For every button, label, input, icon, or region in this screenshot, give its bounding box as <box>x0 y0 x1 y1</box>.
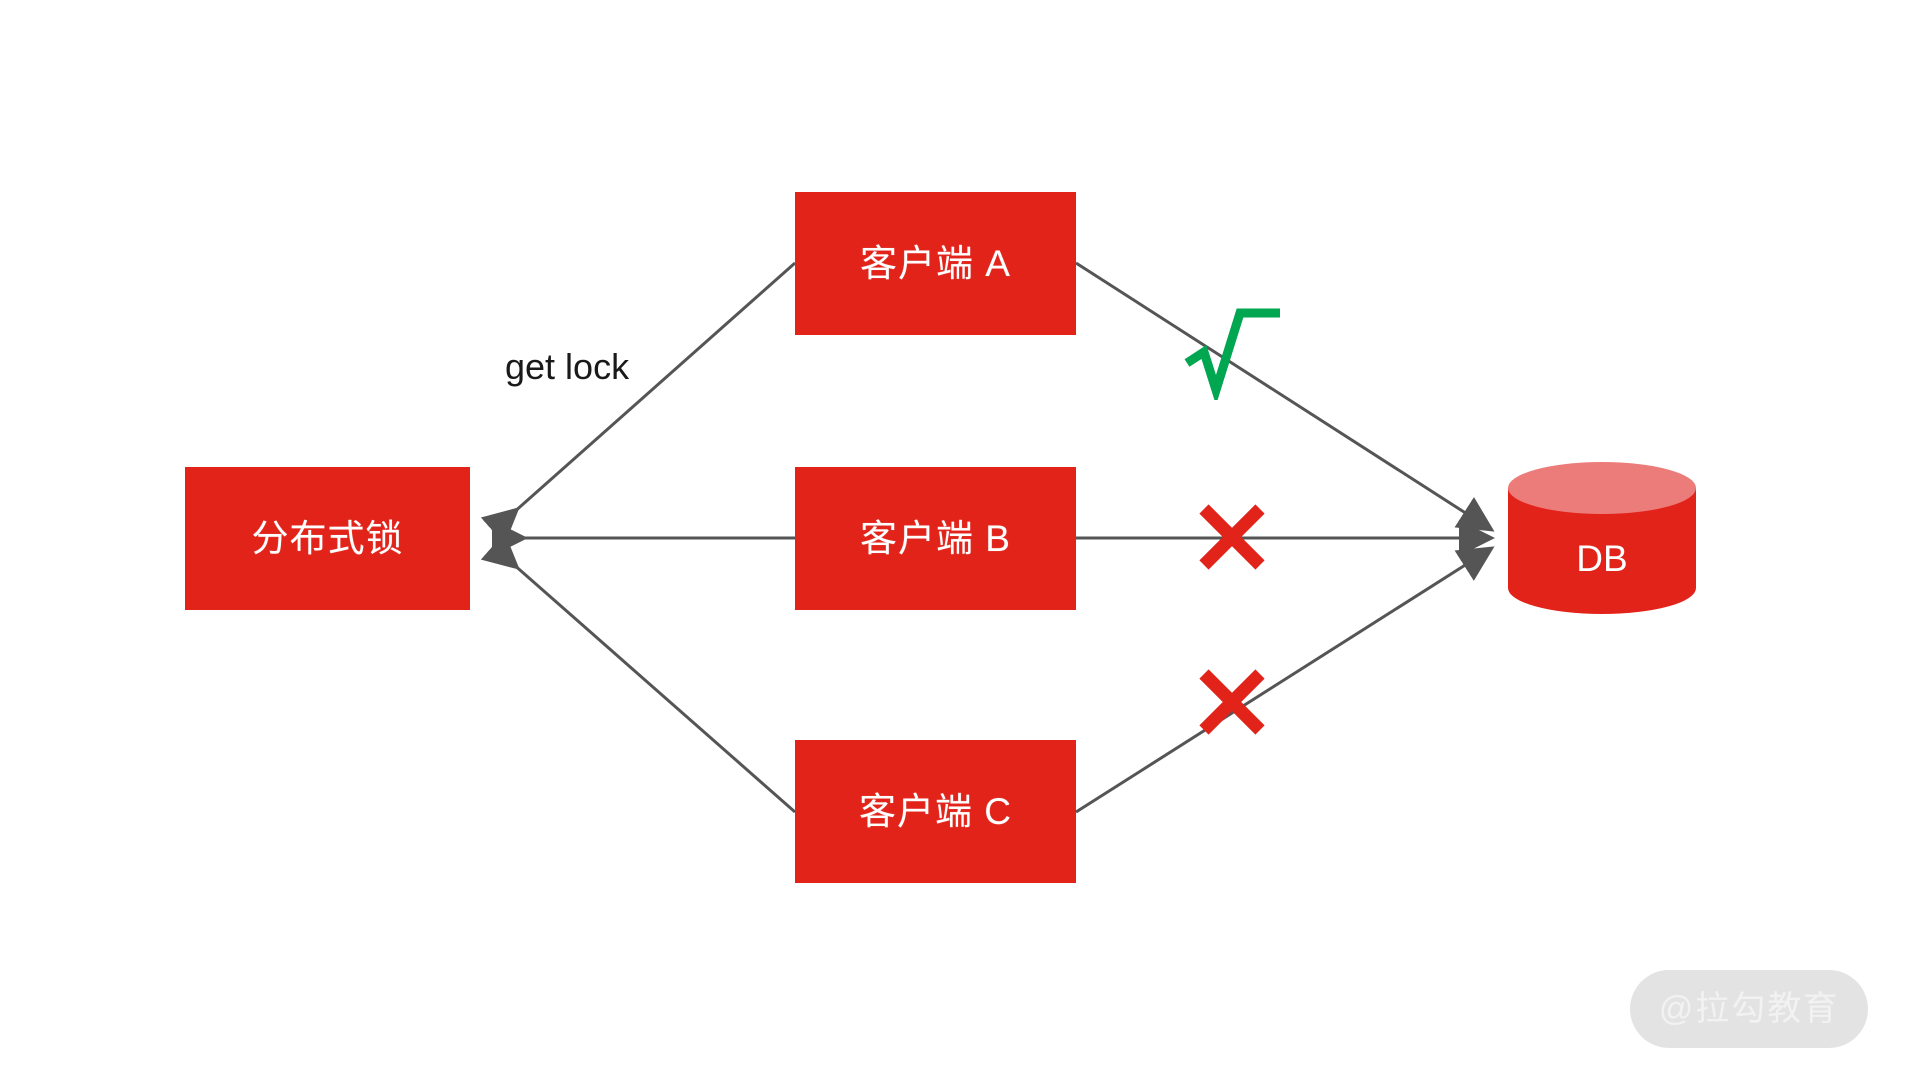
check-icon <box>1184 308 1280 400</box>
node-client-c-label: 客户端 C <box>859 791 1012 832</box>
node-client-b[interactable]: 客户端 B <box>795 467 1076 610</box>
node-db[interactable]: DB <box>1508 462 1696 614</box>
edge-client-c-to-lock <box>480 532 796 814</box>
node-client-b-label: 客户端 B <box>860 518 1011 559</box>
edge-client-a-to-db <box>1075 261 1495 532</box>
edge-client-a-to-lock <box>480 261 796 545</box>
node-client-a[interactable]: 客户端 A <box>795 192 1076 335</box>
edge-label-get-lock: get lock <box>505 346 630 387</box>
node-distributed-lock[interactable]: 分布式锁 <box>185 467 470 610</box>
node-client-c[interactable]: 客户端 C <box>795 740 1076 883</box>
cross-icon-client-c <box>1199 669 1265 735</box>
edge-client-c-to-db <box>1075 546 1495 814</box>
cross-icon-client-b <box>1199 504 1265 570</box>
node-distributed-lock-label: 分布式锁 <box>251 518 404 559</box>
watermark: @拉勾教育 <box>1630 970 1868 1048</box>
db-cylinder-shape <box>1508 462 1696 614</box>
node-client-a-label: 客户端 A <box>860 243 1011 284</box>
watermark-text: @拉勾教育 <box>1658 990 1840 1028</box>
